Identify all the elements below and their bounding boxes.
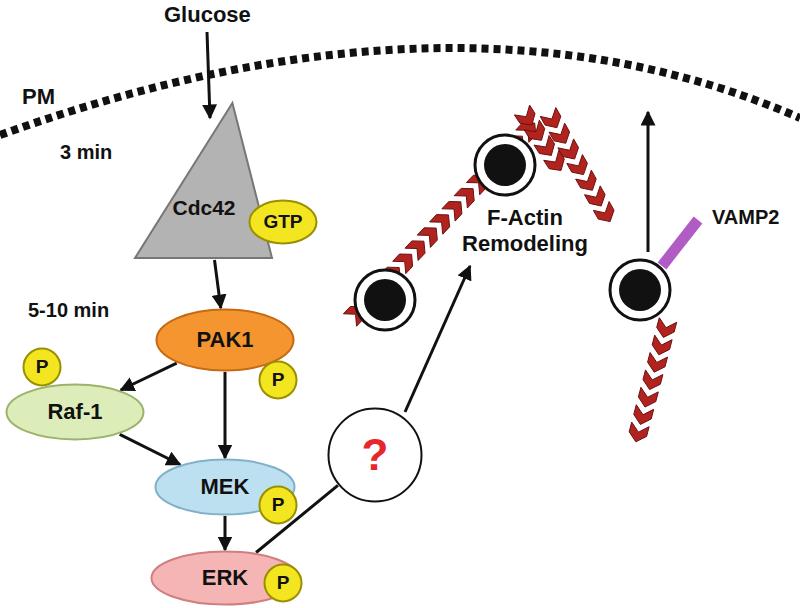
signal-arrow (256, 485, 338, 552)
node-text: PAK1 (196, 327, 253, 353)
actin-chevron (648, 353, 668, 373)
actin-chevron (454, 188, 474, 208)
actin-chevron (540, 108, 561, 128)
actin-chevron (652, 335, 672, 355)
gtp-ellipse: GTP (248, 199, 318, 245)
node-text: MEK (201, 474, 250, 500)
signal-arrow (224, 516, 227, 550)
actin-chevron (417, 228, 437, 248)
protein-label: VAMP2 (712, 205, 779, 229)
kinase-ellipse: Raf-1 (5, 383, 145, 441)
unknown-circle: ? (327, 407, 423, 503)
node-text: P (272, 494, 285, 516)
signal-arrow (224, 372, 227, 458)
phospho-circle: P (22, 347, 62, 387)
signal-arrow (120, 434, 180, 464)
time-label: 5-10 min (28, 298, 109, 322)
process-label: F-Actin Remodeling (460, 205, 590, 258)
actin-chevron (657, 318, 677, 338)
actin-chevron (514, 105, 535, 125)
node-text: P (277, 572, 290, 594)
protein-triangle: Cdc42 (133, 100, 275, 260)
actin-chevron (593, 202, 614, 222)
phospho-circle: P (263, 563, 303, 603)
protein-triangle-outline (133, 100, 275, 260)
actin-chevron (405, 241, 425, 261)
remodeling-arrow (405, 266, 470, 412)
phospho-circle: P (258, 485, 298, 525)
exocytosis-arrow (647, 112, 650, 252)
node-text: ? (362, 430, 389, 480)
node-text: ERK (202, 565, 248, 591)
actin-filaments (343, 105, 676, 442)
actin-chevron (576, 170, 597, 190)
node-text: P (272, 369, 285, 391)
actin-chevron (524, 120, 545, 140)
actin-chevron (567, 155, 588, 175)
actin-chevron (629, 422, 649, 442)
phospho-circle: P (258, 360, 298, 400)
node-text: Cdc42 (172, 196, 235, 220)
actin-chevron (634, 405, 654, 425)
stimulus-label: Glucose (164, 2, 251, 28)
node-text: GTP (263, 211, 302, 233)
actin-chevron (638, 387, 658, 407)
time-label: 3 min (60, 140, 112, 164)
actin-chevron (643, 370, 663, 390)
glucose-arrow (207, 32, 210, 118)
actin-chevron (544, 151, 565, 171)
node-text: Raf-1 (47, 399, 102, 425)
actin-chevron (442, 202, 462, 222)
actin-chevron (534, 135, 555, 155)
plasma-membrane (0, 48, 800, 135)
node-text: P (36, 356, 49, 378)
signal-arrow (215, 260, 221, 308)
actin-chevron (585, 186, 606, 206)
actin-chevron (430, 215, 450, 235)
signal-arrow (121, 363, 177, 390)
vamp2-protein (662, 220, 698, 266)
granules (355, 135, 670, 330)
membrane-label: PM (22, 84, 55, 110)
